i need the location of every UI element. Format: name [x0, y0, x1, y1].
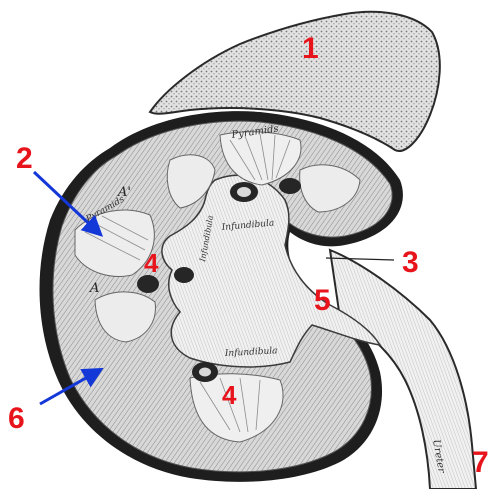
label-6: 6: [8, 402, 25, 435]
calyx-upper-a-inner: [237, 187, 251, 197]
calyx-lower-inner: [199, 368, 211, 377]
engraved-a-prime: A': [117, 185, 131, 200]
engraved-a: A: [89, 281, 99, 296]
label-4-upper: 4: [144, 248, 159, 278]
label-1: 1: [302, 32, 319, 65]
label-5: 5: [314, 284, 331, 317]
label-2: 2: [16, 142, 33, 175]
label-3: 3: [402, 246, 419, 279]
calyx-middle-b: [174, 267, 194, 283]
label-4-lower: 4: [222, 380, 237, 410]
calyx-upper-b: [279, 178, 301, 194]
label-7: 7: [472, 446, 489, 479]
